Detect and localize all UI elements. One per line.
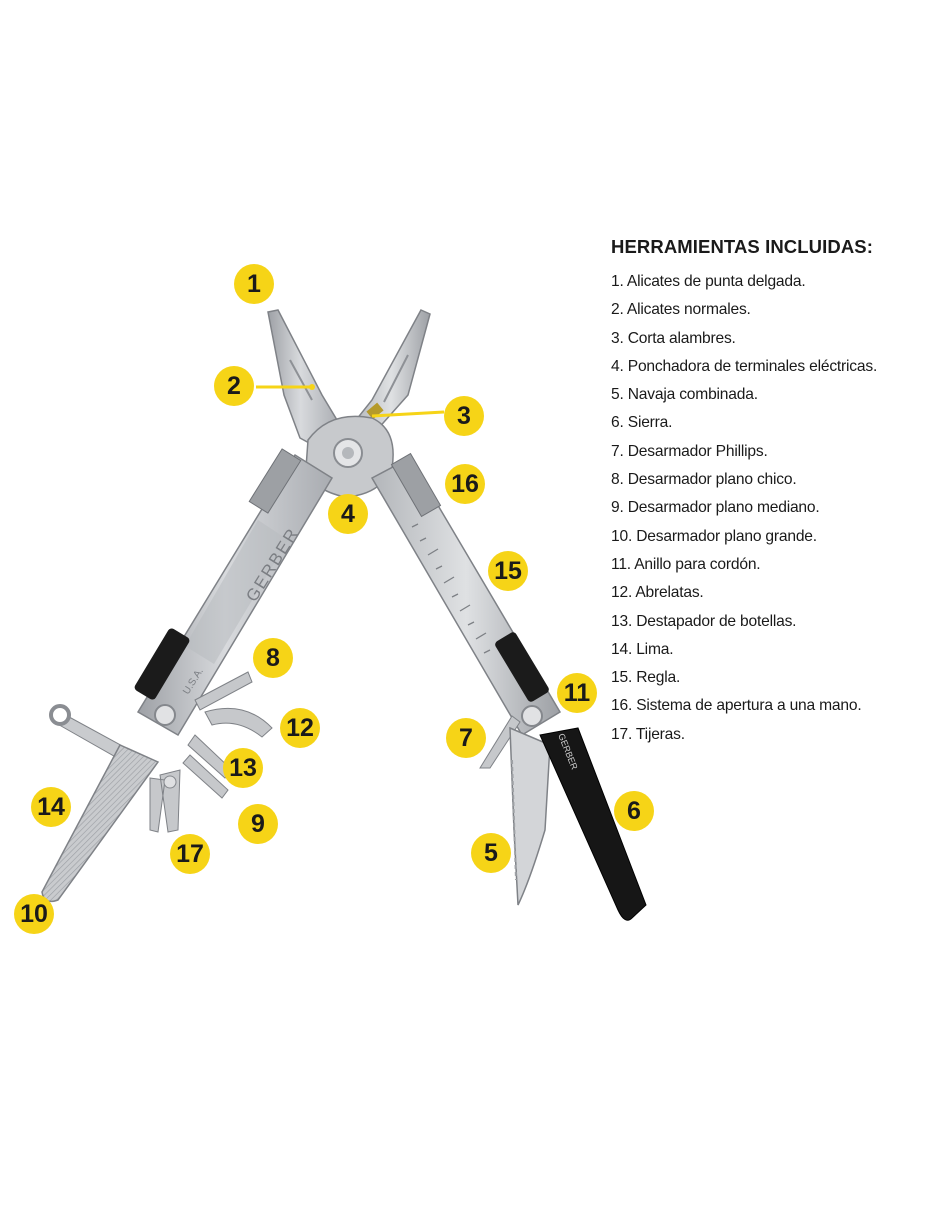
callout-5: 5 xyxy=(471,833,511,873)
tool-item: 4. Ponchadora de terminales eléctricas. xyxy=(611,357,878,375)
ruler-ticks xyxy=(411,523,491,654)
tool-item: 6. Sierra. xyxy=(611,414,673,432)
tool-item: 14. Lima. xyxy=(611,640,674,658)
knife-blade xyxy=(509,726,551,906)
tool-item: 10. Desarmador plano grande. xyxy=(611,527,817,545)
tool-item: 2. Alicates normales. xyxy=(611,301,751,319)
tools-heading: HERRAMIENTAS INCLUIDAS: xyxy=(611,236,873,257)
callout-17: 17 xyxy=(170,834,210,874)
callout-9: 9 xyxy=(238,804,278,844)
callout-3: 3 xyxy=(444,396,484,436)
tool-item: 12. Abrelatas. xyxy=(611,584,704,602)
tool-item: 11. Anillo para cordón. xyxy=(611,555,761,573)
tool-item: 16. Sistema de apertura a una mano. xyxy=(611,697,862,715)
callout-10: 10 xyxy=(14,894,54,934)
small-driver xyxy=(194,671,253,711)
tool-item: 15. Regla. xyxy=(611,669,681,687)
tool-item: 13. Destapador de botellas. xyxy=(611,612,797,630)
callout-12: 12 xyxy=(280,708,320,748)
callout-6: 6 xyxy=(614,791,654,831)
callout-8: 8 xyxy=(253,638,293,678)
saw-blade xyxy=(539,727,647,921)
callout-15: 15 xyxy=(488,551,528,591)
tool-item: 17. Tijeras. xyxy=(611,725,685,743)
right-grip xyxy=(495,632,549,702)
medium-driver xyxy=(182,754,229,799)
tools-list: 1. Alicates de punta delgada. 2. Alicate… xyxy=(611,268,931,749)
callout-13: 13 xyxy=(223,748,263,788)
callout-14: 14 xyxy=(31,787,71,827)
callout-1: 1 xyxy=(234,264,274,304)
callout-2: 2 xyxy=(214,366,254,406)
callout-11: 11 xyxy=(557,673,597,713)
left-grip xyxy=(134,628,190,700)
tool-item: 3. Corta alambres. xyxy=(611,329,736,347)
callout-7: 7 xyxy=(446,718,486,758)
tool-item: 5. Navaja combinada. xyxy=(611,386,758,404)
tools-legend: HERRAMIENTAS INCLUIDAS: 1. Alicates de p… xyxy=(611,236,931,749)
tool-item: 9. Desarmador plano mediano. xyxy=(611,499,820,517)
callout-16: 16 xyxy=(445,464,485,504)
callout-4: 4 xyxy=(328,494,368,534)
tool-item: 1. Alicates de punta delgada. xyxy=(611,273,806,290)
can-opener xyxy=(204,707,273,738)
tool-item: 7. Desarmador Phillips. xyxy=(611,442,768,460)
tool-item: 8. Desarmador plano chico. xyxy=(611,471,797,489)
